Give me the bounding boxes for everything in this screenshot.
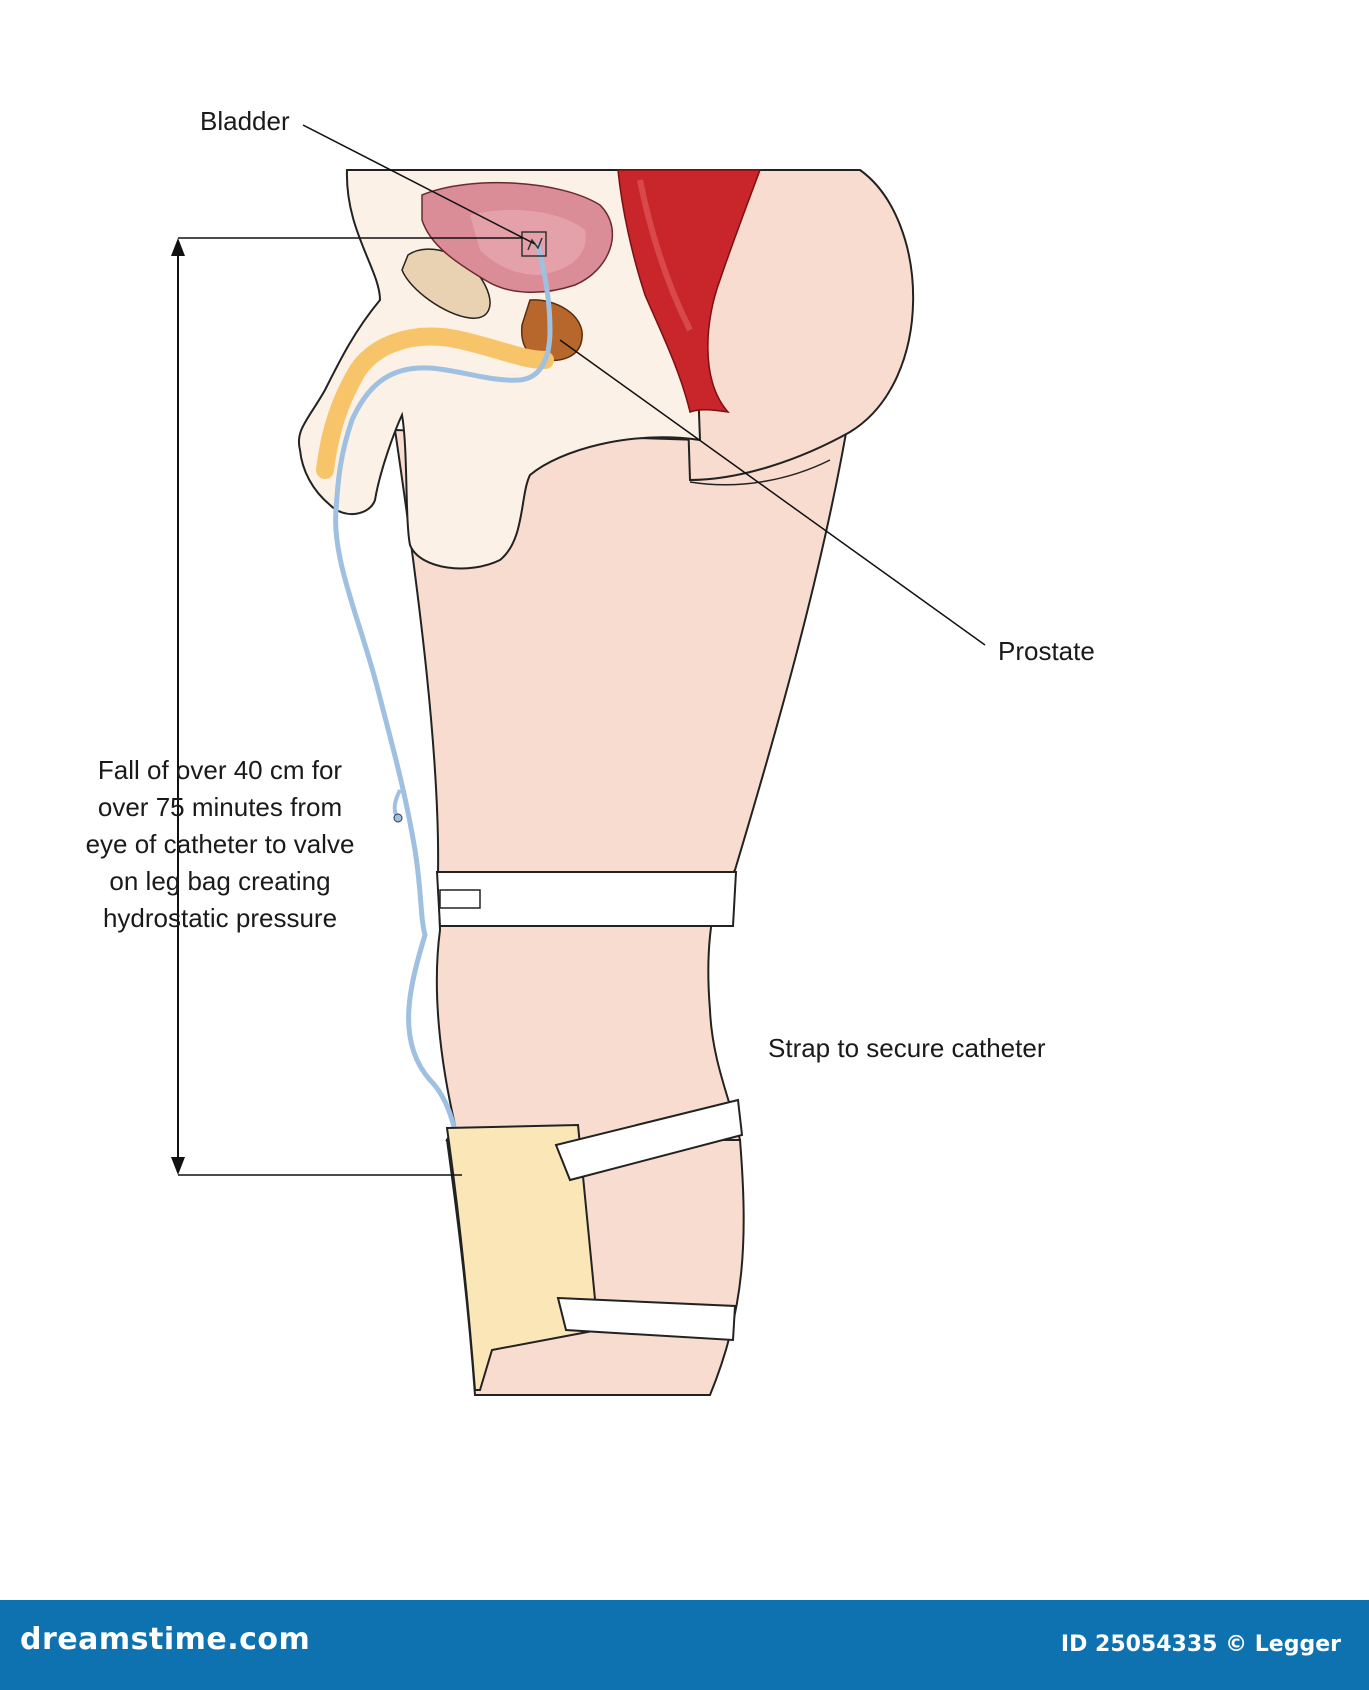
measure-arrow-top xyxy=(171,238,185,256)
hydrostatic-note-line: eye of catheter to valve xyxy=(85,829,355,859)
gluteal-fold xyxy=(689,459,831,486)
strap-tab xyxy=(439,889,481,909)
bladder-label: Bladder xyxy=(200,106,290,136)
thigh xyxy=(393,408,852,1141)
catheter-eye xyxy=(521,231,547,257)
footer-logo[interactable]: dreamstime.com xyxy=(20,1622,311,1657)
measure-arrow-bottom xyxy=(171,1157,185,1175)
catheter-valve xyxy=(393,813,403,823)
hydrostatic-note-line: hydrostatic pressure xyxy=(102,903,338,933)
prostate-callout-line xyxy=(559,339,986,646)
thigh-strap xyxy=(435,871,738,927)
pelvis-tissue xyxy=(297,169,702,570)
buttock xyxy=(678,169,915,482)
hydrostatic-note-line: on leg bag creating xyxy=(109,866,331,896)
catheter-tube xyxy=(333,242,553,1163)
strap-label: Strap to secure catheter xyxy=(768,1033,1046,1063)
hydrostatic-note-line: Fall of over 40 cm for xyxy=(97,755,343,785)
hydrostatic-note: Fall of over 40 cm for over 75 minutes f… xyxy=(40,752,400,937)
rectum-shading xyxy=(637,179,693,332)
bag-strap-lower xyxy=(556,1296,737,1342)
footer-bar: dreamstime.com ID 25054335 © Legger xyxy=(0,1600,1369,1690)
bag-strap-upper xyxy=(554,1098,744,1182)
footer-image-id: ID 25054335 © Legger xyxy=(1060,1632,1341,1657)
bladder-callout-line xyxy=(302,124,536,245)
prostate-label: Prostate xyxy=(998,636,1095,666)
hydrostatic-note-line: over 75 minutes from xyxy=(97,792,343,822)
urethra xyxy=(316,327,554,479)
